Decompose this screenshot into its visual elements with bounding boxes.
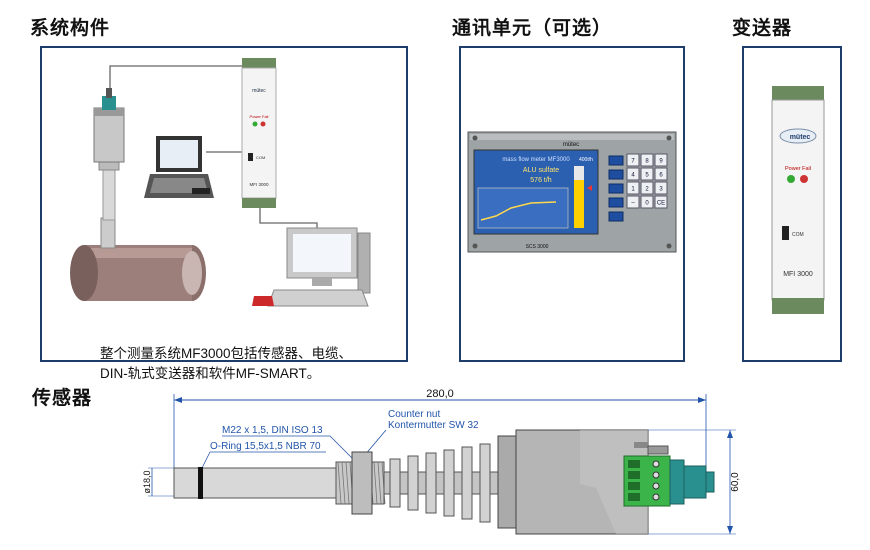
keypad-key xyxy=(626,153,640,167)
heading-communication-unit: 通讯单元（可选） xyxy=(452,18,613,39)
total-length-label: 280,0 xyxy=(426,388,454,400)
screen-unit: 400t/h xyxy=(579,157,593,163)
heading-sensor: 传感器 xyxy=(32,388,93,409)
keypad-key-label: 0 xyxy=(645,201,649,207)
caption-line-2: DIN-轨式变送器和软件MF-SMART。 xyxy=(100,366,321,381)
keypad-key xyxy=(640,167,654,181)
fin xyxy=(425,452,437,514)
din-rail-transmitter: mütec Power Fail COM MFI 3000 xyxy=(241,58,277,208)
soft-key xyxy=(608,211,624,222)
sensor-device xyxy=(93,88,125,249)
keypad-key-label: 8 xyxy=(645,159,649,165)
keypad-key xyxy=(654,181,668,195)
fin xyxy=(443,449,455,517)
screen-product: ALU sulfate xyxy=(523,167,559,174)
transmitter-panel: mütec Power Fail COM MFI 3000 xyxy=(742,46,842,362)
cable-gland xyxy=(669,459,715,505)
com-label-small: COM xyxy=(256,155,265,160)
keypad-key-label: – xyxy=(631,201,635,207)
probe-rod xyxy=(173,467,345,499)
transmitter-brand-small: mütec xyxy=(252,88,266,94)
screen-trend-line xyxy=(480,201,557,221)
fin xyxy=(461,446,473,520)
keypad-key-label: 9 xyxy=(659,159,663,165)
comm-keypad: 7 8 9 4 5 6 1 2 3 – 0 CE xyxy=(608,153,668,222)
keypad-key-label: 7 xyxy=(631,159,635,165)
transmitter-model: MFI 3000 xyxy=(783,271,813,278)
keypad-key xyxy=(640,153,654,167)
transmitter-com-label: COM xyxy=(792,232,804,238)
thread-label: M22 x 1,5, DIN ISO 13 xyxy=(222,425,323,436)
keypad-key xyxy=(654,167,668,181)
caption-line-1: 整个测量系统MF3000包括传感器、电缆、 xyxy=(100,346,353,361)
keypad-key-label: 4 xyxy=(631,173,635,179)
terminal-block xyxy=(623,455,671,507)
screen-level-bar xyxy=(574,180,584,228)
keypad-key-label: 5 xyxy=(645,173,649,179)
communication-unit-panel: mütec mass flow meter MF3000 ALU sulfate… xyxy=(459,46,685,362)
transmitter-illustration: mütec Power Fail COM MFI 3000 xyxy=(771,86,825,314)
sensor-technical-drawing: 280,0 M22 x 1,5, DIN ISO 13 O-Ring 15,5x… xyxy=(142,388,740,535)
keypad-key xyxy=(640,181,654,195)
comm-model-label: SCS 3000 xyxy=(526,244,549,250)
keypad-key xyxy=(626,181,640,195)
communication-unit-illustration: mütec mass flow meter MF3000 ALU sulfate… xyxy=(467,131,677,253)
keypad-key-label: 6 xyxy=(659,173,663,179)
counter-nut xyxy=(351,451,373,515)
oring-label: O-Ring 15,5x1,5 NBR 70 xyxy=(210,441,321,452)
keypad-key xyxy=(626,195,640,209)
desktop-computer xyxy=(252,227,371,307)
keypad-key xyxy=(640,195,654,209)
transmitter-logo: mütec xyxy=(779,128,817,144)
scs3000-unit: mütec mass flow meter MF3000 ALU sulfate… xyxy=(467,131,677,253)
sensor-cable xyxy=(109,65,242,90)
keypad-key-label: 2 xyxy=(645,187,649,193)
o-ring xyxy=(198,467,203,499)
diameter-label: ø18,0 xyxy=(142,470,152,493)
fin xyxy=(479,443,491,523)
heading-transmitter: 变送器 xyxy=(732,18,793,39)
keypad-key-label: CE xyxy=(657,201,665,207)
soft-key xyxy=(608,183,624,194)
system-caption: 整个测量系统MF3000包括传感器、电缆、 DIN-轨式变送器和软件MF-SMA… xyxy=(100,344,420,384)
com-port xyxy=(782,226,789,240)
screen-value: 576 t/h xyxy=(530,177,552,184)
soft-key xyxy=(608,169,624,180)
fail-led xyxy=(800,175,808,183)
heading-system-components: 系统构件 xyxy=(30,18,111,39)
fin xyxy=(389,458,401,508)
screen-title: mass flow meter MF3000 xyxy=(502,157,570,163)
led-label-small: Power Fail xyxy=(250,114,269,119)
keypad-key xyxy=(654,195,668,209)
transmitter-led-label: Power Fail xyxy=(785,166,811,172)
kontermutter-label: Kontermutter SW 32 xyxy=(388,420,479,431)
comm-brand-label: mütec xyxy=(563,142,579,148)
soft-key xyxy=(608,197,624,208)
keypad-key xyxy=(654,153,668,167)
keypad-key-label: 3 xyxy=(659,187,663,193)
system-components-panel: mütec Power Fail COM MFI 3000 整个测量系统MF30… xyxy=(40,46,408,381)
system-components-illustration: mütec Power Fail COM MFI 3000 xyxy=(70,58,371,307)
soft-key xyxy=(608,155,624,166)
counter-nut-label: Counter nut xyxy=(388,409,440,420)
power-led xyxy=(787,175,795,183)
transmitter-brand: mütec xyxy=(790,134,811,141)
fin xyxy=(407,455,419,511)
keypad-key-label: 1 xyxy=(631,187,635,193)
keypad-key xyxy=(626,167,640,181)
transmitter-model-small: MFI 3000 xyxy=(249,182,269,187)
pipe xyxy=(70,245,206,301)
height-label: 60,0 xyxy=(730,472,740,492)
cooling-fins xyxy=(383,443,499,523)
laptop xyxy=(144,136,214,198)
